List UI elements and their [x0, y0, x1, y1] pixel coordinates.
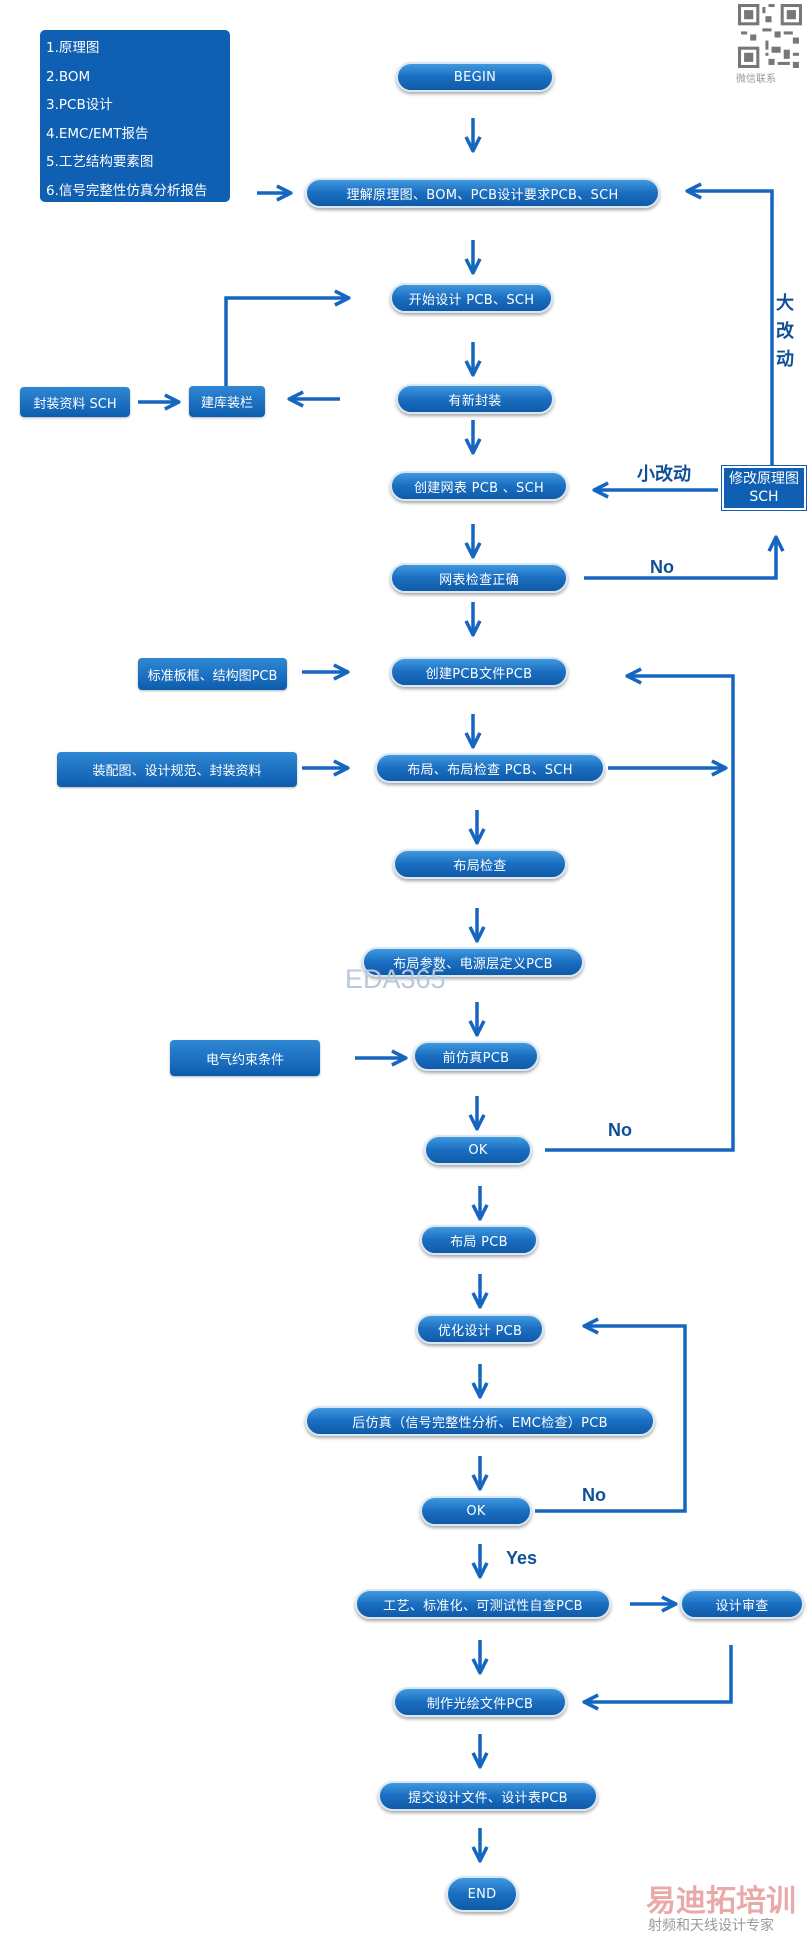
modify-schematic-box: 修改原理图SCH — [722, 466, 806, 510]
no-label-ok1: No — [608, 1120, 632, 1140]
layout-pcb-step: 布局 PCB — [420, 1225, 538, 1255]
doc-item: 6.信号完整性仿真分析报告 — [46, 182, 208, 199]
yes-label: Yes — [506, 1548, 538, 1568]
build-library-box: 建库装栏 — [189, 386, 265, 417]
submit-files-step: 提交设计文件、设计表PCB — [378, 1781, 598, 1811]
no-label-ok2: No — [582, 1485, 606, 1505]
create-netlist-step: 创建网表 PCB 、SCH — [390, 471, 568, 501]
ok1-no-loop — [545, 676, 735, 1152]
end-node: END — [446, 1876, 518, 1912]
input-documents-list: 1.原理图 2.BOM 3.PCB设计 4.EMC/EMT报告 5.工艺结构要素… — [40, 30, 230, 202]
brand-subtitle-watermark: 射频和天线设计专家 — [648, 1918, 774, 1934]
qr-caption: 微信联系 — [736, 74, 776, 85]
doc-item: 5.工艺结构要素图 — [46, 154, 154, 170]
no-label-netlist: No — [650, 557, 674, 577]
assembly-spec-box: 装配图、设计规范、封装资料 — [57, 752, 297, 787]
package-data-box: 封装资料 SCH — [20, 387, 130, 417]
eda365-watermark: EDA365 — [345, 964, 446, 994]
new-package-step: 有新封装 — [396, 384, 554, 414]
ok-decision-1: OK — [424, 1135, 532, 1165]
electrical-constraints-box: 电气约束条件 — [170, 1040, 320, 1076]
brand-watermark: 易迪拓培训 — [646, 1884, 796, 1919]
doc-item: 1.原理图 — [46, 40, 100, 56]
gerber-files-step: 制作光绘文件PCB — [393, 1687, 567, 1717]
self-check-step: 工艺、标准化、可测试性自查PCB — [355, 1589, 611, 1619]
ok-decision-2: OK — [420, 1496, 532, 1526]
doc-item: 4.EMC/EMT报告 — [46, 125, 149, 142]
optimize-design-step: 优化设计 PCB — [416, 1314, 544, 1344]
start-design-step: 开始设计 PCB、SCH — [390, 283, 553, 313]
netlist-no-arrow — [584, 538, 776, 580]
standard-board-box: 标准板框、结构图PCB — [138, 658, 287, 690]
doc-item: 3.PCB设计 — [46, 97, 113, 113]
create-pcb-file-step: 创建PCB文件PCB — [390, 657, 568, 687]
layout-and-check-step: 布局、布局检查 PCB、SCH — [375, 753, 605, 783]
big-change-label: 大改动 — [776, 293, 794, 370]
qr-code-icon — [738, 4, 802, 68]
review-return-loop — [585, 1645, 733, 1702]
big-change-loop — [688, 191, 774, 476]
input-arrow — [224, 298, 348, 386]
small-change-label: 小改动 — [637, 464, 691, 484]
design-review-step: 设计审查 — [680, 1589, 804, 1619]
post-simulation-step: 后仿真（信号完整性分析、EMC检查）PCB — [305, 1406, 655, 1436]
understand-requirements-step: 理解原理图、BOM、PCB设计要求PCB、SCH — [305, 178, 660, 208]
layout-params-step: 布局参数、电源层定义PCB — [362, 947, 584, 977]
netlist-check-step: 网表检查正确 — [390, 563, 568, 593]
ok2-no-loop — [535, 1326, 687, 1513]
doc-item: 2.BOM — [46, 68, 91, 85]
pre-simulation-step: 前仿真PCB — [413, 1041, 539, 1071]
layout-check-step: 布局检查 — [393, 849, 567, 879]
begin-node: BEGIN — [396, 62, 554, 92]
